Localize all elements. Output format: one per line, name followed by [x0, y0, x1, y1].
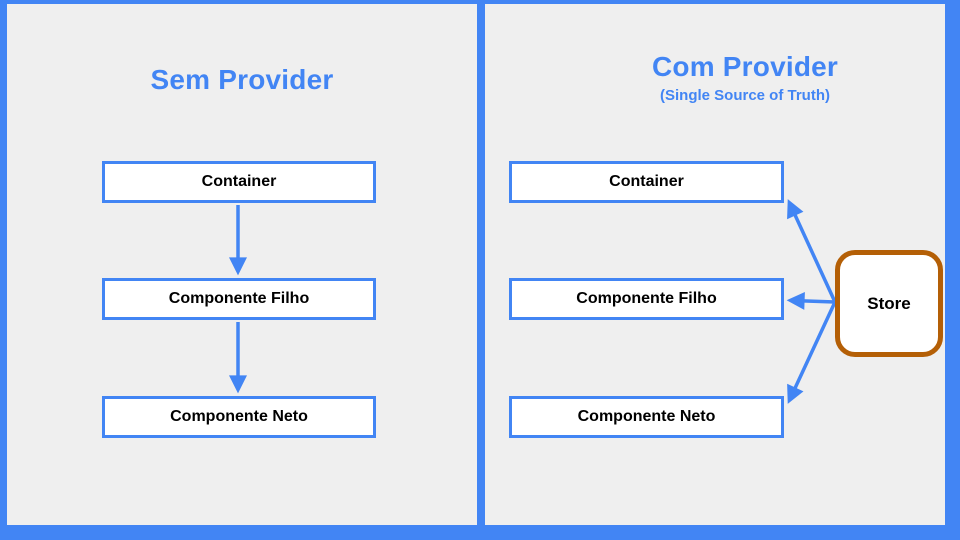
node-componente-neto-right-label: Componente Neto — [577, 408, 716, 425]
arrow-store-to-neto — [787, 301, 837, 404]
node-container-left: Container — [102, 161, 376, 203]
com-provider-title-block: Com Provider (Single Source of Truth) — [545, 52, 945, 104]
arrow-store-to-filho — [786, 291, 836, 310]
node-componente-neto-left: Componente Neto — [102, 396, 376, 438]
node-container-right-label: Container — [609, 173, 684, 190]
panel-sem-provider: Sem Provider Container Componente Filho … — [7, 4, 477, 525]
node-container-right: Container — [509, 161, 784, 203]
node-componente-filho-left: Componente Filho — [102, 278, 376, 320]
node-componente-neto-right: Componente Neto — [509, 396, 784, 438]
arrow-store-to-container — [787, 199, 837, 303]
node-componente-filho-left-label: Componente Filho — [168, 290, 310, 307]
panel-com-provider: Com Provider (Single Source of Truth) Co… — [485, 4, 945, 525]
com-provider-title: Com Provider — [652, 51, 838, 82]
node-componente-filho-right-label: Componente Filho — [576, 290, 717, 307]
store-node: Store — [835, 250, 943, 357]
com-provider-subtitle: (Single Source of Truth) — [659, 87, 830, 104]
node-container-left-label: Container — [201, 173, 277, 190]
node-componente-neto-left-label: Componente Neto — [170, 408, 308, 425]
store-label: Store — [867, 293, 911, 313]
sem-provider-title: Sem Provider — [150, 64, 334, 95]
node-componente-filho-right: Componente Filho — [509, 278, 784, 320]
